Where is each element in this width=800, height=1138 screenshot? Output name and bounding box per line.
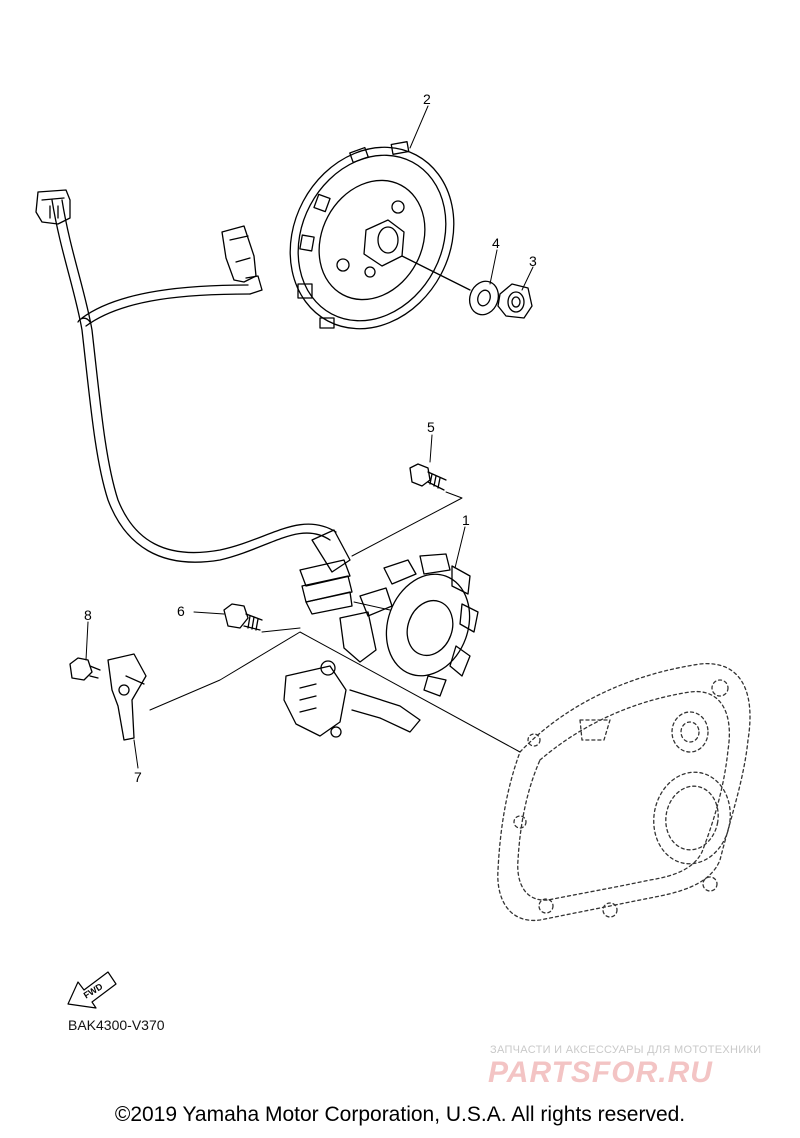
callout-8: 8 [84, 607, 92, 623]
bolt-6 [223, 603, 263, 631]
watermark-tagline: ЗАПЧАСТИ И АКСЕССУАРЫ ДЛЯ МОТОТЕХНИКИ [490, 1044, 762, 1056]
crankcase-cover [497, 663, 751, 922]
callout-2: 2 [423, 91, 431, 107]
stator-assembly [283, 529, 479, 738]
diagram-code: BAK4300-V370 [68, 1017, 165, 1033]
wire-harness [51, 199, 337, 563]
callout-4: 4 [492, 235, 500, 251]
fwd-arrow-icon [67, 971, 117, 1009]
callout-3: 3 [529, 253, 537, 269]
washer [468, 280, 500, 316]
hex-nut [497, 283, 533, 319]
bolt-5 [409, 463, 447, 491]
leader-lines [85, 105, 534, 769]
copyright-notice: ©2019 Yamaha Motor Corporation, U.S.A. A… [114, 1103, 686, 1126]
coupler-connector-top [35, 189, 71, 225]
watermark-logo: PARTSFOR.RU [488, 1056, 713, 1089]
callout-6: 6 [177, 603, 185, 619]
bolt-8 [69, 657, 101, 681]
lead-clamp [107, 653, 147, 741]
coupler-connector-branch [221, 225, 263, 295]
callout-5: 5 [427, 419, 435, 435]
rotor-flywheel [289, 141, 471, 330]
callout-1: 1 [462, 512, 470, 528]
fwd-label: FWD [82, 981, 105, 1001]
callout-7: 7 [134, 769, 142, 785]
